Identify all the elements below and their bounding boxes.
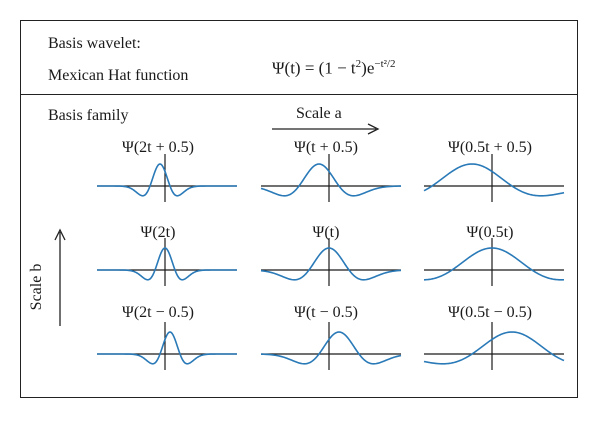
label-r1-c3: Ψ(0.5t + 0.5) <box>448 139 532 156</box>
basis-family-label: Basis family <box>48 107 129 124</box>
wavelet-cell-r2-c3 <box>423 238 565 286</box>
label-r2-c1: Ψ(2t) <box>140 224 176 241</box>
wavelet-curve <box>423 331 565 365</box>
scale-a-arrow <box>272 123 380 135</box>
wavelet-cell-r1-c1 <box>97 154 237 202</box>
label-r2-c3: Ψ(0.5t) <box>466 224 514 241</box>
wavelet-cell-r1-c3 <box>423 154 565 202</box>
label-r3-c3: Ψ(0.5t − 0.5) <box>448 304 532 321</box>
wavelet-cell-r2-c1 <box>97 238 237 286</box>
basis-wavelet-label: Basis wavelet: <box>48 35 141 52</box>
wavelet-curve <box>260 331 402 365</box>
wavelet-curve <box>97 247 237 281</box>
wavelet-curve <box>423 163 565 197</box>
label-r3-c2: Ψ(t − 0.5) <box>294 304 358 321</box>
wavelet-curve <box>423 247 565 281</box>
wavelet-curve <box>97 163 237 197</box>
scale-b-arrow <box>54 228 66 326</box>
label-r3-c1: Ψ(2t − 0.5) <box>122 304 194 321</box>
label-r2-c2: Ψ(t) <box>312 224 340 241</box>
label-r1-c2: Ψ(t + 0.5) <box>294 139 358 156</box>
wavelet-curve <box>260 163 402 197</box>
scale-a-label: Scale a <box>296 105 342 122</box>
mexican-hat-formula: Ψ(t) = (1 − t2)e−t²/2 <box>272 58 396 78</box>
wavelet-cell-r3-c3 <box>423 322 565 370</box>
wavelet-cell-r3-c1 <box>97 322 237 370</box>
section-divider <box>20 94 578 95</box>
wavelet-curve <box>260 247 402 281</box>
label-r1-c1: Ψ(2t + 0.5) <box>122 139 194 156</box>
figure-frame <box>20 20 578 398</box>
wavelet-curve <box>97 331 237 365</box>
wavelet-cell-r2-c2 <box>260 238 402 286</box>
wavelet-cell-r1-c2 <box>260 154 402 202</box>
mexican-hat-label: Mexican Hat function <box>48 67 189 84</box>
wavelet-cell-r3-c2 <box>260 322 402 370</box>
